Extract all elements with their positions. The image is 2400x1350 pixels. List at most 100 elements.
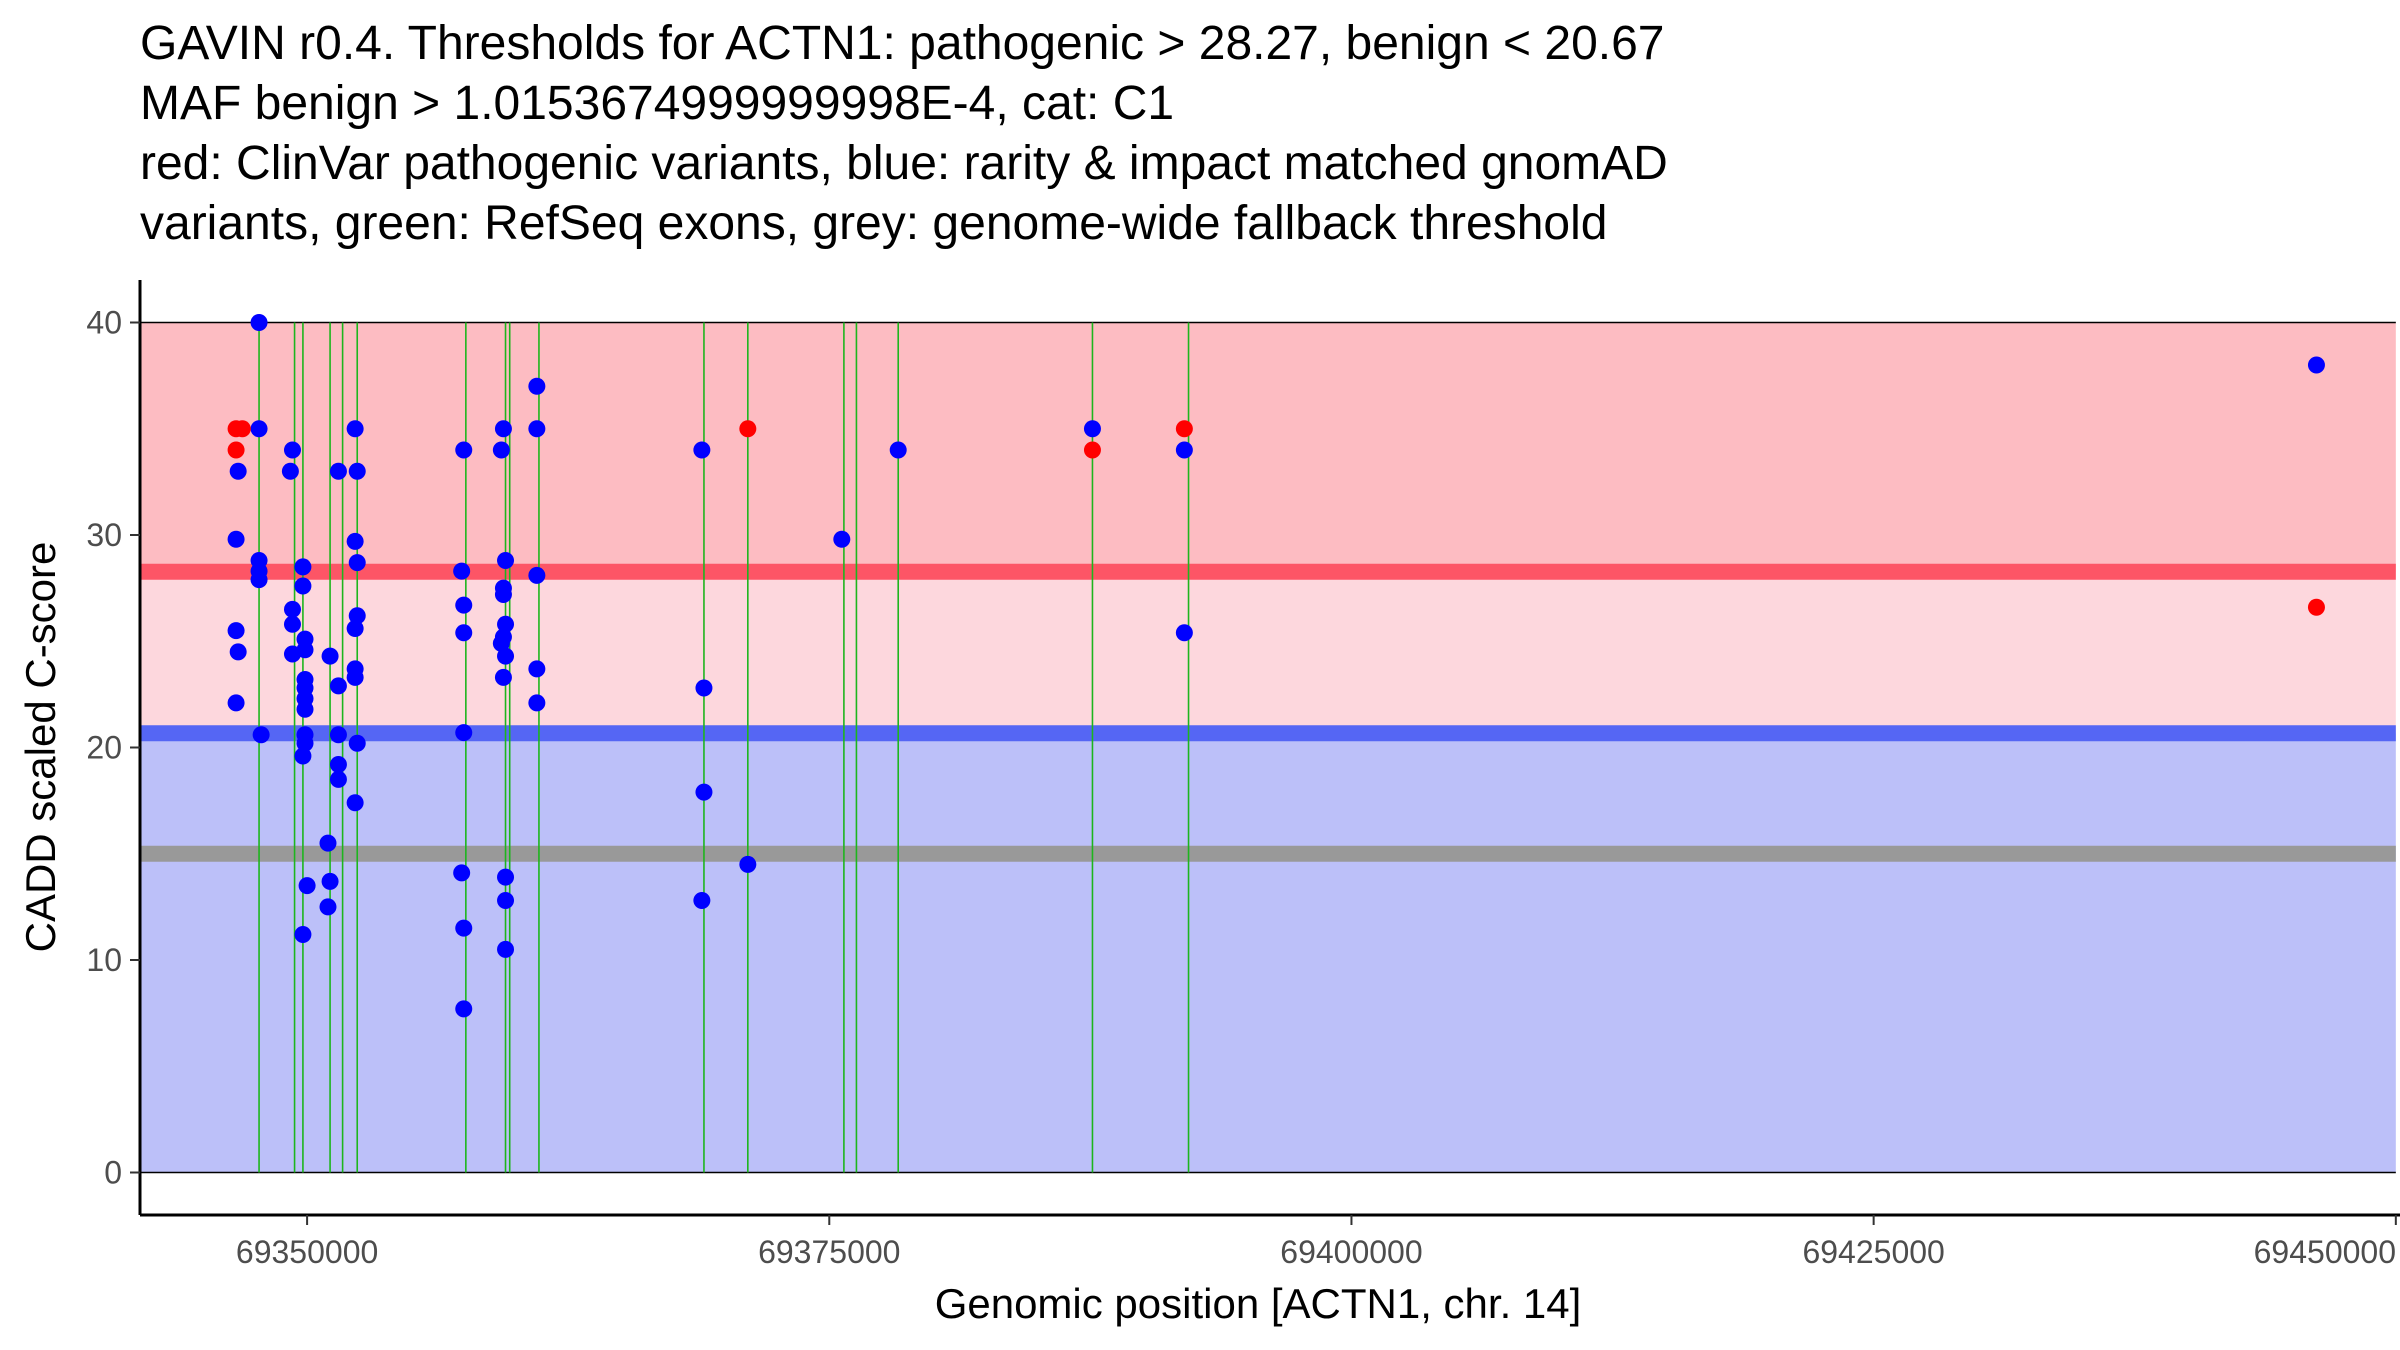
- intermediate-region: [140, 571, 2396, 734]
- gnomad-point: [329, 756, 347, 773]
- title-line-3: red: ClinVar pathogenic variants, blue: …: [140, 137, 1668, 190]
- gnomad-point: [329, 462, 347, 480]
- clinvar-point: [739, 420, 757, 438]
- pathogenic-region: [140, 322, 2396, 572]
- gnomad-point: [319, 834, 337, 852]
- gnomad-point: [250, 420, 268, 438]
- gnomad-point: [296, 700, 314, 718]
- y-tick-label: 40: [86, 305, 122, 341]
- gnomad-point: [528, 660, 546, 678]
- gnomad-point: [348, 734, 366, 752]
- gnomad-point: [294, 558, 312, 576]
- gnomad-point: [346, 532, 364, 550]
- gnomad-point: [497, 940, 515, 958]
- x-tick-label: 69400000: [1280, 1234, 1422, 1270]
- gnomad-point: [528, 377, 546, 395]
- y-tick-label: 0: [104, 1155, 122, 1191]
- gnomad-point: [294, 926, 312, 943]
- gnomad-point: [227, 622, 245, 640]
- title-line-4: variants, green: RefSeq exons, grey: gen…: [140, 197, 1608, 250]
- gnomad-point: [250, 571, 268, 589]
- gnomad-point: [497, 892, 515, 909]
- gnomad-point: [2307, 356, 2325, 374]
- gnomad-point: [348, 607, 366, 625]
- gnomad-point: [528, 420, 546, 438]
- gnomad-point: [294, 747, 312, 765]
- x-axis-label: Genomic position [ACTN1, chr. 14]: [935, 1280, 1582, 1327]
- gnomad-point: [693, 892, 711, 909]
- gnomad-point: [455, 624, 473, 642]
- gnomad-point: [283, 615, 301, 633]
- clinvar-point: [1175, 420, 1193, 438]
- chart-title: GAVIN r0.4. Thresholds for ACTN1: pathog…: [140, 14, 2340, 254]
- title-line-1: GAVIN r0.4. Thresholds for ACTN1: pathog…: [140, 17, 1665, 70]
- gnomad-point: [348, 554, 366, 572]
- clinvar-point: [1083, 441, 1101, 459]
- gnomad-point: [494, 668, 512, 686]
- gnomad-point: [455, 1000, 473, 1018]
- gnomad-point: [695, 679, 713, 697]
- gnomad-point: [346, 420, 364, 438]
- gnomad-point: [346, 620, 364, 637]
- gnomad-point: [739, 855, 757, 873]
- gnomad-point: [889, 441, 907, 459]
- x-tick-label: 69375000: [758, 1234, 900, 1270]
- gnomad-point: [453, 864, 471, 882]
- gnomad-point: [455, 919, 473, 937]
- clinvar-point: [2307, 598, 2325, 616]
- gnomad-point: [833, 530, 851, 548]
- gnomad-point: [695, 783, 713, 801]
- gnomad-point: [455, 441, 473, 459]
- gnomad-point: [296, 734, 314, 752]
- gnomad-point: [497, 647, 515, 665]
- title-line-2: MAF benign > 1.0153674999999998E-4, cat:…: [140, 77, 1175, 130]
- gnomad-point: [455, 596, 473, 614]
- gnomad-point: [329, 726, 347, 744]
- gnomad-point: [329, 677, 347, 695]
- gnomad-point: [321, 647, 339, 665]
- gnomad-point: [492, 441, 510, 459]
- gnomad-point: [283, 441, 301, 459]
- gnomad-point: [281, 462, 299, 480]
- gnomad-point: [294, 577, 312, 595]
- gnomad-point: [528, 694, 546, 712]
- gnomad-point: [497, 615, 515, 633]
- gnomad-point: [453, 562, 471, 580]
- gnomad-point: [227, 530, 245, 548]
- gnomad-point: [1175, 624, 1193, 642]
- x-tick-label: 69450000: [2254, 1234, 2396, 1270]
- gnomad-point: [229, 643, 247, 661]
- gnomad-point: [455, 724, 473, 742]
- gnomad-point: [494, 420, 512, 438]
- gnomad-point: [346, 794, 364, 812]
- gnomad-point: [227, 694, 245, 712]
- y-axis-label: CADD scaled C-score: [17, 542, 64, 953]
- y-tick-label: 20: [86, 730, 122, 766]
- gnomad-point: [329, 770, 347, 788]
- benign-region: [140, 733, 2396, 1173]
- gnomad-point: [497, 868, 515, 886]
- gnomad-point: [296, 641, 314, 659]
- gnomad-point: [250, 314, 268, 331]
- gnomad-point: [346, 668, 364, 686]
- y-tick-label: 30: [86, 517, 122, 553]
- gnomad-point: [348, 462, 366, 480]
- clinvar-point: [233, 420, 251, 438]
- gnomad-point: [229, 462, 247, 480]
- gnomad-point: [283, 600, 301, 618]
- gnomad-point: [319, 898, 337, 916]
- x-tick-label: 69350000: [236, 1234, 378, 1270]
- gnomad-point: [1175, 441, 1193, 459]
- gnomad-point: [1083, 420, 1101, 438]
- gnomad-point: [492, 634, 510, 652]
- y-tick-label: 10: [86, 942, 122, 978]
- gnomad-point: [298, 877, 316, 895]
- gnomad-point: [494, 586, 512, 603]
- gnomad-point: [528, 566, 546, 584]
- gnomad-point: [693, 441, 711, 459]
- gnomad-point: [321, 872, 339, 890]
- gnomad-point: [497, 552, 515, 569]
- clinvar-point: [227, 441, 245, 459]
- gnomad-point: [252, 726, 270, 744]
